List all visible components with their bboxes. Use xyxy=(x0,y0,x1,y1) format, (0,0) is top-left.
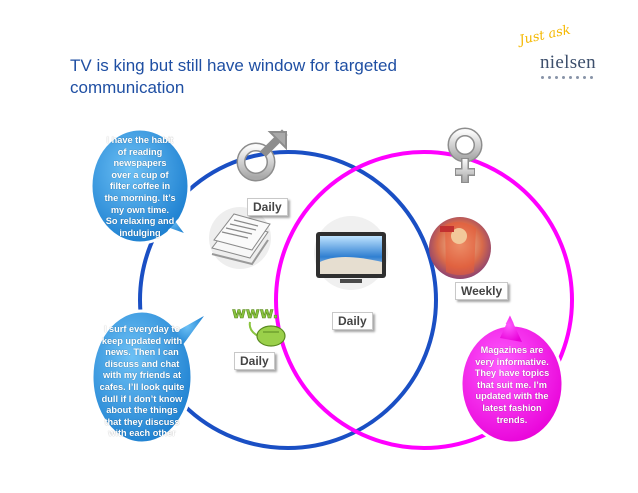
magazine-icon xyxy=(429,217,491,279)
male-circle xyxy=(138,150,438,450)
label-newspaper-frequency: Daily xyxy=(247,198,288,216)
newspaper-icon xyxy=(209,207,271,269)
female-circle xyxy=(274,150,574,450)
quote-internet: I surf everyday to keep updated with new… xyxy=(99,324,185,439)
quote-magazine: Magazines are very informative. They hav… xyxy=(474,345,550,425)
label-magazine-frequency: Weekly xyxy=(455,282,509,300)
speech-bubble-magazine xyxy=(459,310,565,445)
svg-text:www.: www. xyxy=(232,304,278,322)
male-symbol-icon xyxy=(236,129,288,182)
slide-title: TV is king but still have window for tar… xyxy=(70,56,397,97)
logo-wordmark: nielsen xyxy=(540,52,596,73)
label-tv-frequency: Daily xyxy=(332,312,373,330)
internet-icon: www. xyxy=(232,304,286,347)
label-internet-frequency: Daily xyxy=(234,352,275,370)
female-symbol-icon xyxy=(447,127,483,183)
speech-bubble-internet xyxy=(90,309,210,445)
speech-bubble-newspaper xyxy=(89,127,191,245)
logo-dots xyxy=(541,76,593,79)
tv-icon xyxy=(314,216,388,290)
quote-newspaper: I have the habit of reading newspapers o… xyxy=(104,135,176,238)
